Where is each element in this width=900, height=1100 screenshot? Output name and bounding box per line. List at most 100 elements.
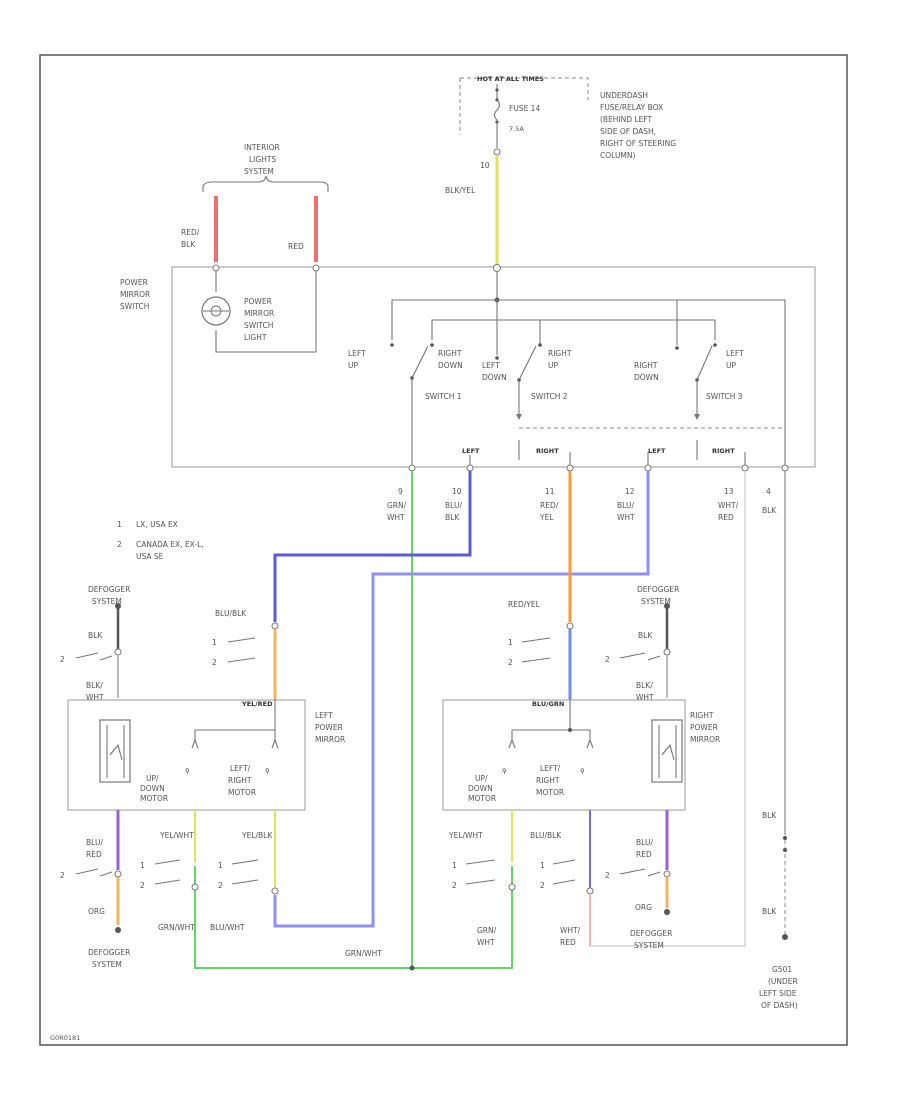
svg-text:UNDERDASH: UNDERDASH: [600, 91, 648, 100]
svg-text:LX, USA EX: LX, USA EX: [136, 520, 178, 529]
svg-text:1: 1: [218, 861, 223, 870]
svg-text:1: 1: [117, 520, 122, 529]
svg-text:LEFT: LEFT: [462, 447, 480, 455]
svg-text:INTERIOR: INTERIOR: [244, 143, 280, 152]
fuse-location: UNDERDASH FUSE/RELAY BOX (BEHIND LEFT SI…: [600, 91, 676, 160]
svg-text:USA SE: USA SE: [136, 552, 164, 561]
svg-text:YEL/WHT: YEL/WHT: [448, 831, 483, 840]
svg-text:WHT: WHT: [617, 513, 635, 522]
power-mirror-switch: POWER MIRROR SWITCH POWER MIRROR SWITCH …: [120, 264, 816, 472]
svg-text:RIGHT: RIGHT: [228, 776, 252, 785]
svg-text:BLU/: BLU/: [636, 838, 653, 847]
svg-text:MIRROR: MIRROR: [315, 735, 345, 744]
svg-text:LIGHTS: LIGHTS: [249, 155, 276, 164]
svg-text:DEFOGGER: DEFOGGER: [637, 585, 679, 594]
svg-text:2: 2: [605, 655, 610, 664]
fuse-wire-num: 10: [480, 161, 490, 170]
svg-text:BLU/WHT: BLU/WHT: [210, 923, 245, 932]
switch-1: LEFT UP RIGHT DOWN SWITCH 1: [348, 343, 463, 468]
svg-text:POWER: POWER: [690, 723, 718, 732]
svg-text:UP: UP: [348, 361, 358, 370]
svg-text:YEL/RED: YEL/RED: [241, 700, 273, 708]
svg-text:1: 1: [508, 638, 513, 647]
motor-icon: ⚲: [502, 767, 507, 775]
svg-text:MOTOR: MOTOR: [228, 788, 256, 797]
svg-text:4: 4: [766, 487, 771, 496]
svg-text:DOWN: DOWN: [438, 361, 463, 370]
svg-text:FUSE/RELAY BOX: FUSE/RELAY BOX: [600, 103, 663, 112]
svg-text:RED: RED: [560, 938, 576, 947]
svg-text:BLU/BLK: BLU/BLK: [215, 609, 247, 618]
svg-text:BLK: BLK: [762, 811, 777, 820]
svg-text:MIRROR: MIRROR: [244, 309, 274, 318]
svg-text:LEFT/: LEFT/: [540, 764, 561, 773]
svg-text:BLK: BLK: [181, 240, 196, 249]
svg-text:SYSTEM: SYSTEM: [92, 597, 122, 606]
svg-text:LEFT SIDE: LEFT SIDE: [759, 989, 797, 998]
svg-text:DOWN: DOWN: [468, 784, 493, 793]
svg-text:GRN/: GRN/: [477, 926, 497, 935]
svg-text:RIGHT OF STEERING: RIGHT OF STEERING: [600, 139, 676, 148]
svg-text:SWITCH: SWITCH: [120, 302, 149, 311]
svg-text:BLK: BLK: [88, 631, 103, 640]
legend: 1 LX, USA EX 2 CANADA EX, EX-L, USA SE: [117, 520, 204, 561]
svg-text:BLK: BLK: [762, 506, 777, 515]
svg-text:LEFT/: LEFT/: [230, 764, 251, 773]
svg-text:RED: RED: [718, 513, 734, 522]
svg-text:RED/: RED/: [181, 228, 200, 237]
wire-grn-wht: [194, 471, 513, 969]
svg-text:2: 2: [218, 881, 223, 890]
svg-text:UP: UP: [726, 361, 736, 370]
svg-text:WHT: WHT: [477, 938, 495, 947]
heater-icon: [99, 719, 131, 783]
svg-text:LEFT: LEFT: [315, 711, 333, 720]
svg-text:POWER: POWER: [120, 278, 148, 287]
output-wire-labels: 9 GRN/ WHT 10 BLU/ BLK 11 RED/ YEL 12 BL…: [387, 487, 777, 522]
svg-text:LEFT: LEFT: [726, 349, 744, 358]
svg-text:WHT/: WHT/: [560, 926, 581, 935]
svg-text:YEL: YEL: [539, 513, 554, 522]
svg-text:MOTOR: MOTOR: [468, 794, 496, 803]
svg-text:SWITCH 3: SWITCH 3: [706, 392, 743, 401]
svg-text:LEFT: LEFT: [648, 447, 666, 455]
fuse-wire-color: BLK/YEL: [445, 186, 476, 195]
svg-text:RIGHT: RIGHT: [536, 776, 560, 785]
right-mirror-section: RED/YEL 1 2 DEFOGGER SYSTEM BLK 2 BLK/ W…: [345, 585, 720, 958]
main-wires: [194, 471, 786, 971]
interior-lights-system: INTERIOR LIGHTS SYSTEM RED/ BLK RED: [181, 143, 329, 262]
svg-text:GRN/: GRN/: [387, 501, 407, 510]
svg-text:UP/: UP/: [475, 774, 488, 783]
svg-text:SIDE OF DASH,: SIDE OF DASH,: [600, 127, 656, 136]
svg-text:2: 2: [540, 881, 545, 890]
svg-text:WHT: WHT: [86, 693, 104, 702]
svg-text:UP: UP: [548, 361, 558, 370]
heater-icon: [651, 719, 683, 783]
svg-text:1: 1: [540, 861, 545, 870]
svg-text:SYSTEM: SYSTEM: [641, 597, 671, 606]
svg-text:2: 2: [508, 658, 513, 667]
svg-text:RED: RED: [86, 850, 102, 859]
svg-text:2: 2: [452, 881, 457, 890]
svg-text:BLK: BLK: [762, 907, 777, 916]
fuse-box: HOT AT ALL TIMES FUSE 14 7.5A UNDERDASH …: [445, 75, 676, 265]
svg-text:10: 10: [452, 487, 462, 496]
motor-icon: ⚲: [185, 767, 190, 775]
svg-text:2: 2: [117, 540, 122, 549]
figure-id: G0R0181: [50, 1034, 80, 1042]
svg-text:2: 2: [212, 658, 217, 667]
svg-text:RIGHT: RIGHT: [438, 349, 462, 358]
svg-text:MIRROR: MIRROR: [690, 735, 720, 744]
svg-text:GRN/WHT: GRN/WHT: [345, 949, 382, 958]
svg-text:RIGHT: RIGHT: [536, 447, 559, 455]
svg-text:12: 12: [625, 487, 635, 496]
svg-text:UP/: UP/: [146, 774, 159, 783]
svg-text:SYSTEM: SYSTEM: [634, 941, 664, 950]
svg-text:RIGHT: RIGHT: [712, 447, 735, 455]
switch-2: LEFT DOWN RIGHT UP SWITCH 2: [482, 343, 572, 420]
svg-text:WHT: WHT: [636, 693, 654, 702]
svg-text:WHT/: WHT/: [718, 501, 739, 510]
svg-text:1: 1: [452, 861, 457, 870]
svg-text:LEFT: LEFT: [348, 349, 366, 358]
svg-text:BLU/: BLU/: [617, 501, 634, 510]
